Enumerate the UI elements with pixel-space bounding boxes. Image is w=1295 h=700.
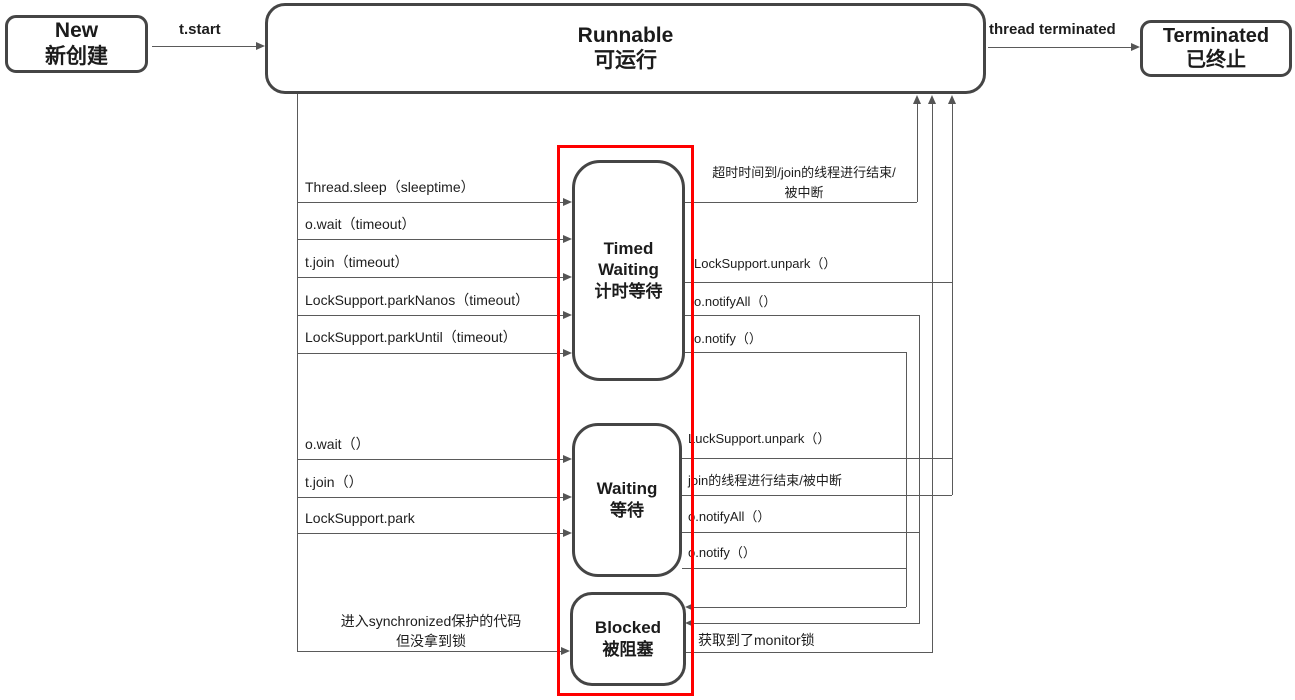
edge-label-sleep: Thread.sleep（sleeptime） <box>305 179 475 195</box>
edge-label-timed-notifyall: o.notifyAll（） <box>694 294 777 309</box>
edge-label-timed-notify: o.notify（） <box>694 331 762 346</box>
arrowhead-runnable-to-terminated <box>1131 43 1140 51</box>
edge-timeout-riser <box>917 100 918 202</box>
edge-timed-unpark-hline <box>685 282 952 283</box>
state-box-waiting: Waiting 等待 <box>572 423 682 577</box>
edge-waiting-notify-hline <box>682 568 906 569</box>
state-new-en: New <box>54 19 99 43</box>
state-box-runnable: Runnable 可运行 <box>265 3 986 94</box>
edge-label-parkuntil: LockSupport.parkUntil（timeout） <box>305 329 517 345</box>
edge-label-waiting-join-end: join的线程进行结束/被中断 <box>688 473 842 488</box>
edge-label-waiting-notifyall: o.notifyAll（） <box>688 509 771 524</box>
edge-label-timeout-line2: 被中断 <box>784 185 824 200</box>
state-waiting-zh: 等待 <box>610 500 644 520</box>
arrowhead-park <box>563 529 572 537</box>
edge-label-park: LockSupport.park <box>305 510 415 526</box>
arrowhead-parkuntil <box>563 349 572 357</box>
arrowhead-monitor-to-runnable <box>928 95 936 104</box>
state-runnable-en: Runnable <box>577 23 674 47</box>
monitor-riser <box>932 100 933 652</box>
state-new-zh: 新创建 <box>45 44 108 68</box>
edge-wait-timeout-line <box>297 239 565 240</box>
arrowhead-notify-to-blocked <box>685 603 694 611</box>
edge-timed-notify-hline <box>685 352 906 353</box>
edge-parknanos-line <box>297 315 565 316</box>
state-runnable-zh: 可运行 <box>594 49 657 73</box>
arrowhead-unpark-join-to-runnable <box>948 95 956 104</box>
edge-label-parknanos: LockSupport.parkNanos（timeout） <box>305 292 530 308</box>
arrowhead-wait <box>563 455 572 463</box>
edge-label-join: t.join（） <box>305 474 363 490</box>
edge-waiting-notifyall-hline <box>682 532 919 533</box>
edge-label-join-timeout: t.join（timeout） <box>305 254 409 270</box>
edge-runnable-to-terminated-line <box>988 47 1134 48</box>
state-timed-waiting-zh: 计时等待 <box>594 281 663 301</box>
state-box-new: New 新创建 <box>5 15 148 73</box>
edge-new-to-runnable-line <box>152 46 258 47</box>
notifyall-riser <box>919 315 920 623</box>
edge-label-waiting-notify: o.notify（） <box>688 545 756 560</box>
edge-label-monitor: 获取到了monitor锁 <box>698 632 815 648</box>
state-box-terminated: Terminated 已终止 <box>1140 20 1292 77</box>
edge-label-waiting-unpark: LuckSupport.unpark（） <box>688 431 831 446</box>
edge-label-synchronized-line1: 进入synchronized保护的代码 <box>340 613 522 629</box>
edge-label-synchronized-line2: 但没拿到锁 <box>396 633 466 649</box>
edge-label-synchronized: 进入synchronized保护的代码 但没拿到锁 <box>300 611 562 651</box>
state-box-blocked: Blocked 被阻塞 <box>570 592 686 686</box>
edge-notify-to-blocked-hline <box>691 607 906 608</box>
edge-monitor-hline <box>685 652 933 653</box>
edge-label-timeout: 超时时间到/join的线程进行结束/ 被中断 <box>690 163 918 203</box>
edge-notifyall-to-blocked-hline <box>691 623 920 624</box>
edge-join-line <box>297 497 565 498</box>
edge-label-timed-unpark: LockSupport.unpark（） <box>694 256 837 271</box>
state-timed-waiting-en: Timed Waiting <box>598 239 659 279</box>
state-box-timed-waiting: Timed Waiting 计时等待 <box>572 160 685 381</box>
edge-label-t-start: t.start <box>179 21 221 38</box>
edge-parkuntil-line <box>297 353 565 354</box>
edge-park-line <box>297 533 565 534</box>
arrowhead-parknanos <box>563 311 572 319</box>
arrowhead-join <box>563 493 572 501</box>
edge-wait-line <box>297 459 565 460</box>
state-blocked-en: Blocked <box>594 618 662 637</box>
unpark-join-riser <box>952 100 953 495</box>
edge-timeout-hline <box>685 202 917 203</box>
edge-sleep-line <box>297 202 565 203</box>
edge-waiting-join-end-hline <box>682 495 952 496</box>
state-blocked-zh: 被阻塞 <box>602 639 654 659</box>
arrowhead-join-timeout <box>563 273 572 281</box>
state-terminated-zh: 已终止 <box>1186 49 1246 72</box>
edge-label-thread-terminated: thread terminated <box>989 21 1116 38</box>
edge-waiting-unpark-hline <box>682 458 952 459</box>
runnable-left-rail <box>297 94 298 652</box>
arrowhead-timeout-to-runnable <box>913 95 921 104</box>
arrowhead-wait-timeout <box>563 235 572 243</box>
notify-riser <box>906 352 907 607</box>
arrowhead-synchronized <box>561 647 570 655</box>
arrowhead-new-to-runnable <box>256 42 265 50</box>
edge-synchronized-line <box>297 651 563 652</box>
edge-label-wait-timeout: o.wait（timeout） <box>305 216 416 232</box>
edge-label-wait: o.wait（） <box>305 436 370 452</box>
edge-timed-notifyall-hline <box>685 315 919 316</box>
state-terminated-en: Terminated <box>1162 24 1270 47</box>
state-waiting-en: Waiting <box>596 479 658 498</box>
arrowhead-notifyall-to-blocked <box>685 619 694 627</box>
edge-label-timeout-line1: 超时时间到/join的线程进行结束/ <box>712 165 896 180</box>
arrowhead-sleep <box>563 198 572 206</box>
edge-join-timeout-line <box>297 277 565 278</box>
